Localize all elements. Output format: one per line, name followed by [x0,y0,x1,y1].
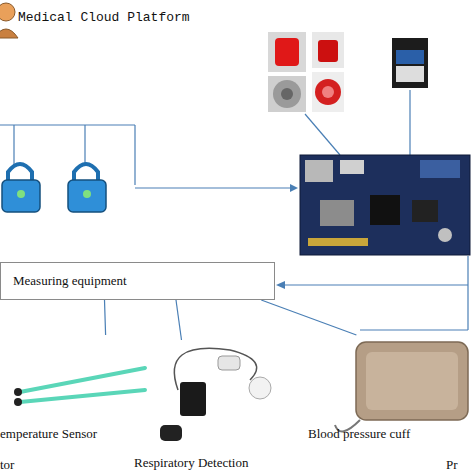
platform-label: Medical Cloud Platform [18,10,190,25]
alarm-images [268,32,344,112]
blood-pressure-cuff [335,342,468,431]
sensor-node: Respiratory Detection [132,340,297,472]
temperature-sensor [20,368,145,402]
connector-stroke [105,300,106,335]
sd-card [392,38,428,88]
caption-fragment: Pr [446,457,458,472]
arrow-head [276,281,285,289]
connector-line [105,300,106,335]
sensor-tip [14,388,22,396]
connector-stroke [261,300,356,335]
respiratory-device [160,348,271,441]
control-board [300,155,470,255]
node-text: Respiratory Detection [134,455,297,470]
sensor-tip [14,398,22,406]
sensor-node: emperature Sensor [0,335,160,443]
cloud-wiring [0,125,296,188]
connector-line [261,300,356,335]
sensor-node: Blood pressure cuff [306,335,474,443]
node-text: emperature Sensor [0,426,160,441]
node-text: Measuring equipment [13,273,274,288]
connector-line [176,300,182,340]
caption-fragment: tor [0,457,14,472]
arrow-head [290,184,298,192]
padlock-icon [2,164,40,212]
measuring-box: Measuring equipment [0,262,275,300]
padlock-icon [68,164,106,212]
node-text: Blood pressure cuff [308,426,474,441]
connector-stroke [176,300,182,340]
person-icon [0,3,18,38]
